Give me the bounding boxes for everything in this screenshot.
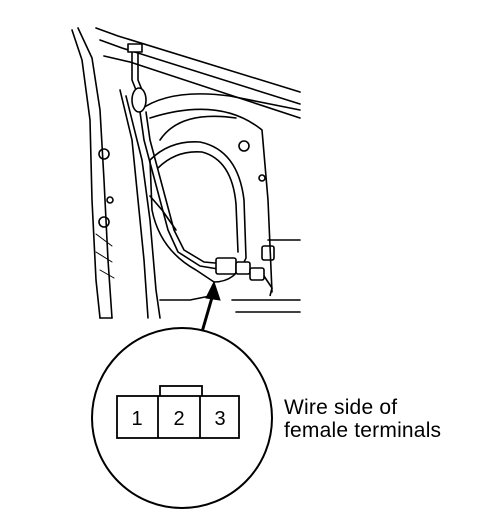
- terminal-3-label: 3: [214, 408, 225, 430]
- connector-face: [116, 385, 240, 439]
- door-connector: [215, 257, 273, 297]
- terminal-2-label: 2: [173, 408, 184, 430]
- pointer-arrow: [200, 280, 221, 333]
- wire-harness: [127, 43, 227, 271]
- terminal-1-label: 1: [131, 408, 142, 430]
- caption-line-2: female terminals: [284, 419, 442, 442]
- terminal-view-caption: Wire side of female terminals: [284, 396, 484, 442]
- caption-line-1: Wire side of: [284, 396, 398, 419]
- door-panel-illustration: [71, 27, 301, 319]
